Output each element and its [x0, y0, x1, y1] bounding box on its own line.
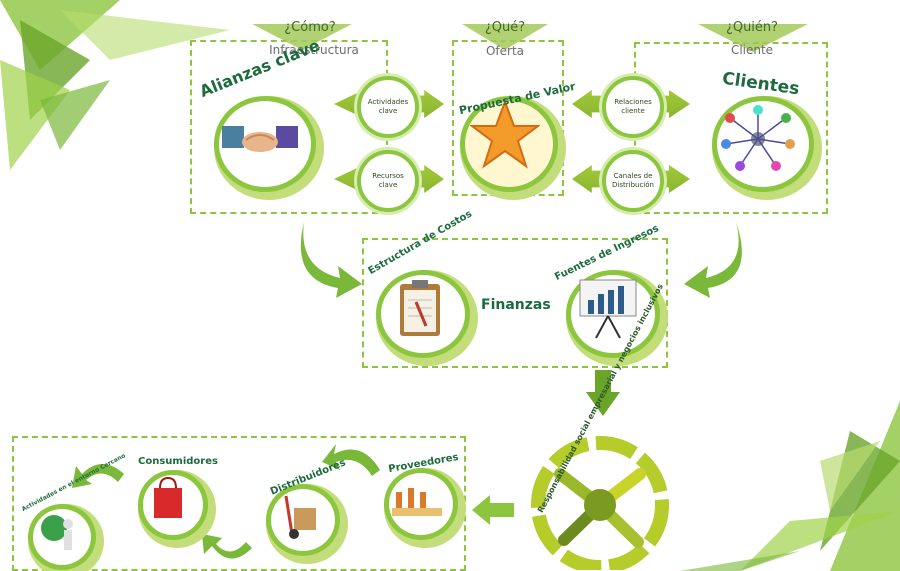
como-question: ¿Cómo? [284, 20, 336, 35]
handshake-icon [222, 126, 298, 152]
relaciones-cliente-circle: Relaciones cliente [602, 76, 664, 138]
quien-question: ¿Quién? [725, 20, 779, 35]
clipboard-icon [400, 280, 440, 336]
down-arrow [586, 370, 620, 416]
leaf-decoration-bottom-right [680, 401, 900, 571]
consumidores-circle [138, 470, 208, 540]
quien-header-banner [698, 24, 808, 52]
star-icon [470, 100, 540, 169]
consumidores-title: Consumidores [138, 456, 218, 467]
hand-truck-icon [284, 495, 316, 539]
person-globe-icon [41, 515, 73, 550]
actividades-clave-label: Actividades clave [367, 98, 409, 115]
recursos-clave-circle: Recursos clave [357, 150, 419, 212]
left-arrow [472, 495, 514, 525]
finanzas-section-box [362, 238, 668, 368]
relaciones-cliente-label: Relaciones cliente [614, 98, 652, 115]
como-subtitle: Infraestructura [269, 43, 359, 57]
quien-subtitle: Cliente [730, 43, 774, 57]
chain-curved-arrow-2 [202, 534, 252, 559]
que-question: ¿Qué? [484, 20, 526, 35]
cadena-section-box [12, 436, 466, 571]
chain-curved-arrow-1 [322, 444, 380, 476]
leaf-decoration-top-left [0, 0, 230, 170]
curved-arrow-right [684, 222, 742, 298]
que-subtitle: Oferta [485, 44, 525, 58]
factory-icon [392, 488, 442, 516]
recursos-clave-label: Recursos clave [372, 172, 404, 189]
shopping-bag-icon [154, 476, 182, 518]
finanzas-label: Finanzas [481, 297, 551, 313]
como-header-banner [252, 24, 352, 50]
canales-distribucion-label: Canales de Distribución [612, 172, 654, 189]
responsabilidad-wheel [531, 436, 669, 570]
chain-curved-arrow-3 [72, 464, 124, 488]
que-header-banner [462, 24, 548, 50]
curved-arrow-left [300, 222, 362, 298]
network-people-icon [721, 105, 795, 171]
actividades-clave-circle: Actividades clave [357, 76, 419, 138]
bar-chart-easel-icon [579, 279, 637, 339]
canales-distribucion-circle: Canales de Distribución [602, 150, 664, 212]
